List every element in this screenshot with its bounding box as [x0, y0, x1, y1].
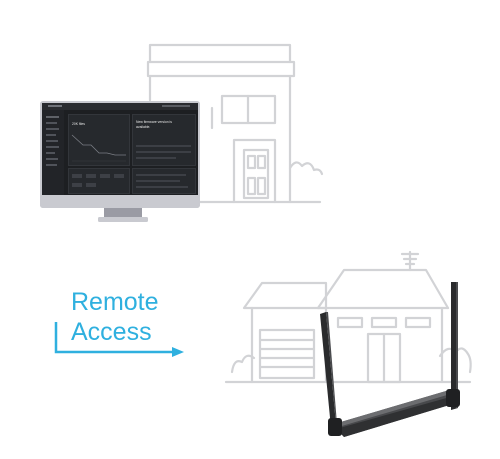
status-cell — [86, 174, 96, 178]
storage-row — [136, 180, 180, 182]
sidebar-item — [46, 158, 58, 160]
dashboard-logo — [48, 105, 62, 107]
storage-row — [136, 174, 186, 176]
card-firmware-title: New firmware version is available. — [136, 120, 172, 129]
sidebar-item — [46, 152, 55, 154]
sidebar-item — [46, 128, 59, 130]
card-firmware-row — [136, 151, 191, 153]
monitor-chin — [40, 195, 200, 208]
sidebar-item — [46, 146, 59, 148]
remote-access-line1: Remote — [71, 288, 159, 316]
storage-row — [136, 186, 188, 188]
dashboard-top-bar — [42, 103, 198, 110]
dashboard-card-files: 20K files — [68, 114, 130, 166]
desktop-monitor-icon: 20K files New firmware version is availa… — [40, 101, 200, 208]
wireless-router-icon — [320, 282, 460, 437]
dashboard-card-status — [68, 168, 130, 194]
status-cell — [86, 183, 96, 187]
sidebar-item — [46, 140, 58, 142]
sidebar-item — [46, 116, 59, 118]
house-with-garage-outline-icon — [224, 250, 472, 384]
status-cell — [72, 183, 82, 187]
sidebar-item — [46, 134, 56, 136]
card-firmware-row — [136, 145, 191, 147]
dashboard-card-storage — [132, 168, 196, 194]
house-outline-icon — [146, 43, 324, 204]
card-files-title: 20K files — [72, 122, 86, 126]
card-files-chart — [71, 134, 126, 162]
dashboard-sidebar — [42, 110, 64, 195]
card-firmware-row — [136, 157, 176, 159]
dashboard-toolbar-icons — [162, 105, 190, 107]
monitor-screen: 20K files New firmware version is availa… — [42, 103, 198, 195]
status-cell — [114, 174, 124, 178]
status-cell — [100, 174, 110, 178]
status-cell — [72, 174, 82, 178]
sidebar-item — [46, 122, 57, 124]
sidebar-item — [46, 164, 57, 166]
remote-access-line2: Access — [71, 318, 152, 346]
dashboard-card-firmware: New firmware version is available. — [132, 114, 196, 166]
right-arrow-icon — [54, 322, 184, 357]
monitor-stand — [98, 207, 148, 222]
